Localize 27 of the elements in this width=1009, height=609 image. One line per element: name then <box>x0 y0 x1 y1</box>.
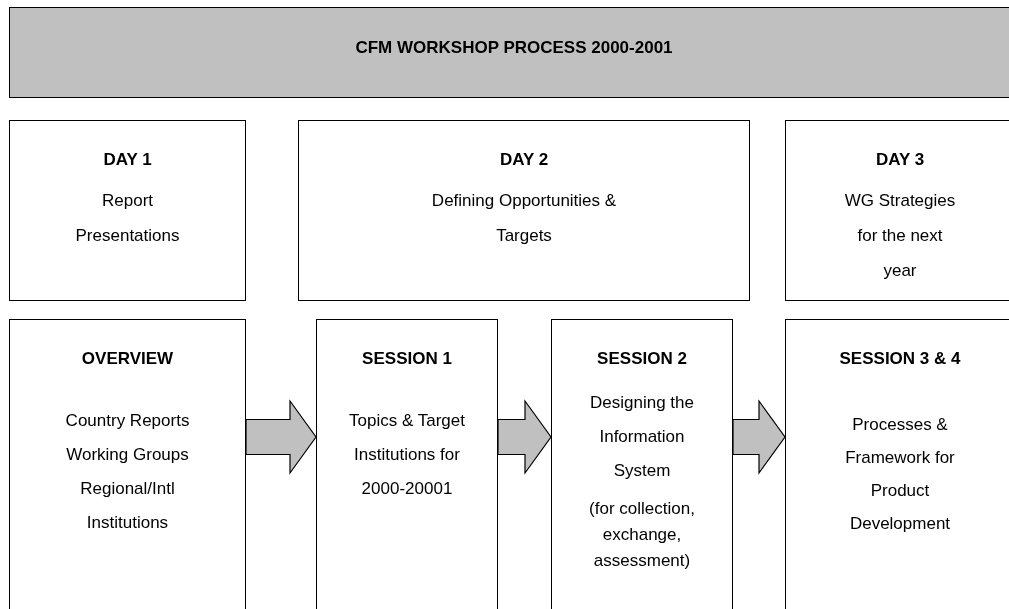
session-box <box>9 319 246 609</box>
box-text: Designing the Information System <box>589 392 695 482</box>
session-box <box>551 319 733 609</box>
box-heading: DAY 2 <box>498 149 550 171</box>
box-heading: SESSION 2 <box>596 348 688 370</box>
title-band <box>9 7 1009 98</box>
box-text: Topics & Target Institutions for 2000-20001 <box>348 410 466 500</box>
block-arrow <box>732 399 786 475</box>
block-arrow <box>245 399 317 475</box>
box-heading: SESSION 1 <box>361 348 453 370</box>
session-box <box>316 319 498 609</box>
day-box <box>785 120 1009 301</box>
day-box <box>9 120 246 301</box>
session-box <box>785 319 1009 609</box>
box-text: Processes & Framework for Product Development <box>844 414 956 535</box>
box-heading: SESSION 3 & 4 <box>838 348 962 370</box>
box-text: (for collection, exchange, assessment) <box>588 498 696 572</box>
box-heading: OVERVIEW <box>80 348 175 370</box>
title: CFM WORKSHOP PROCESS 2000-2001 <box>354 37 674 59</box>
block-arrow <box>497 399 552 475</box>
box-heading: DAY 3 <box>874 149 926 171</box>
box-text: Country Reports Working Groups Regional/Intl Institutions <box>64 410 191 534</box>
box-text: Report Presentations <box>74 190 181 247</box>
box-text: Defining Opportunities & Targets <box>430 190 618 247</box>
box-heading: DAY 1 <box>102 149 153 171</box>
box-text: WG Strategies for the next year <box>844 190 956 282</box>
day-box <box>298 120 750 301</box>
